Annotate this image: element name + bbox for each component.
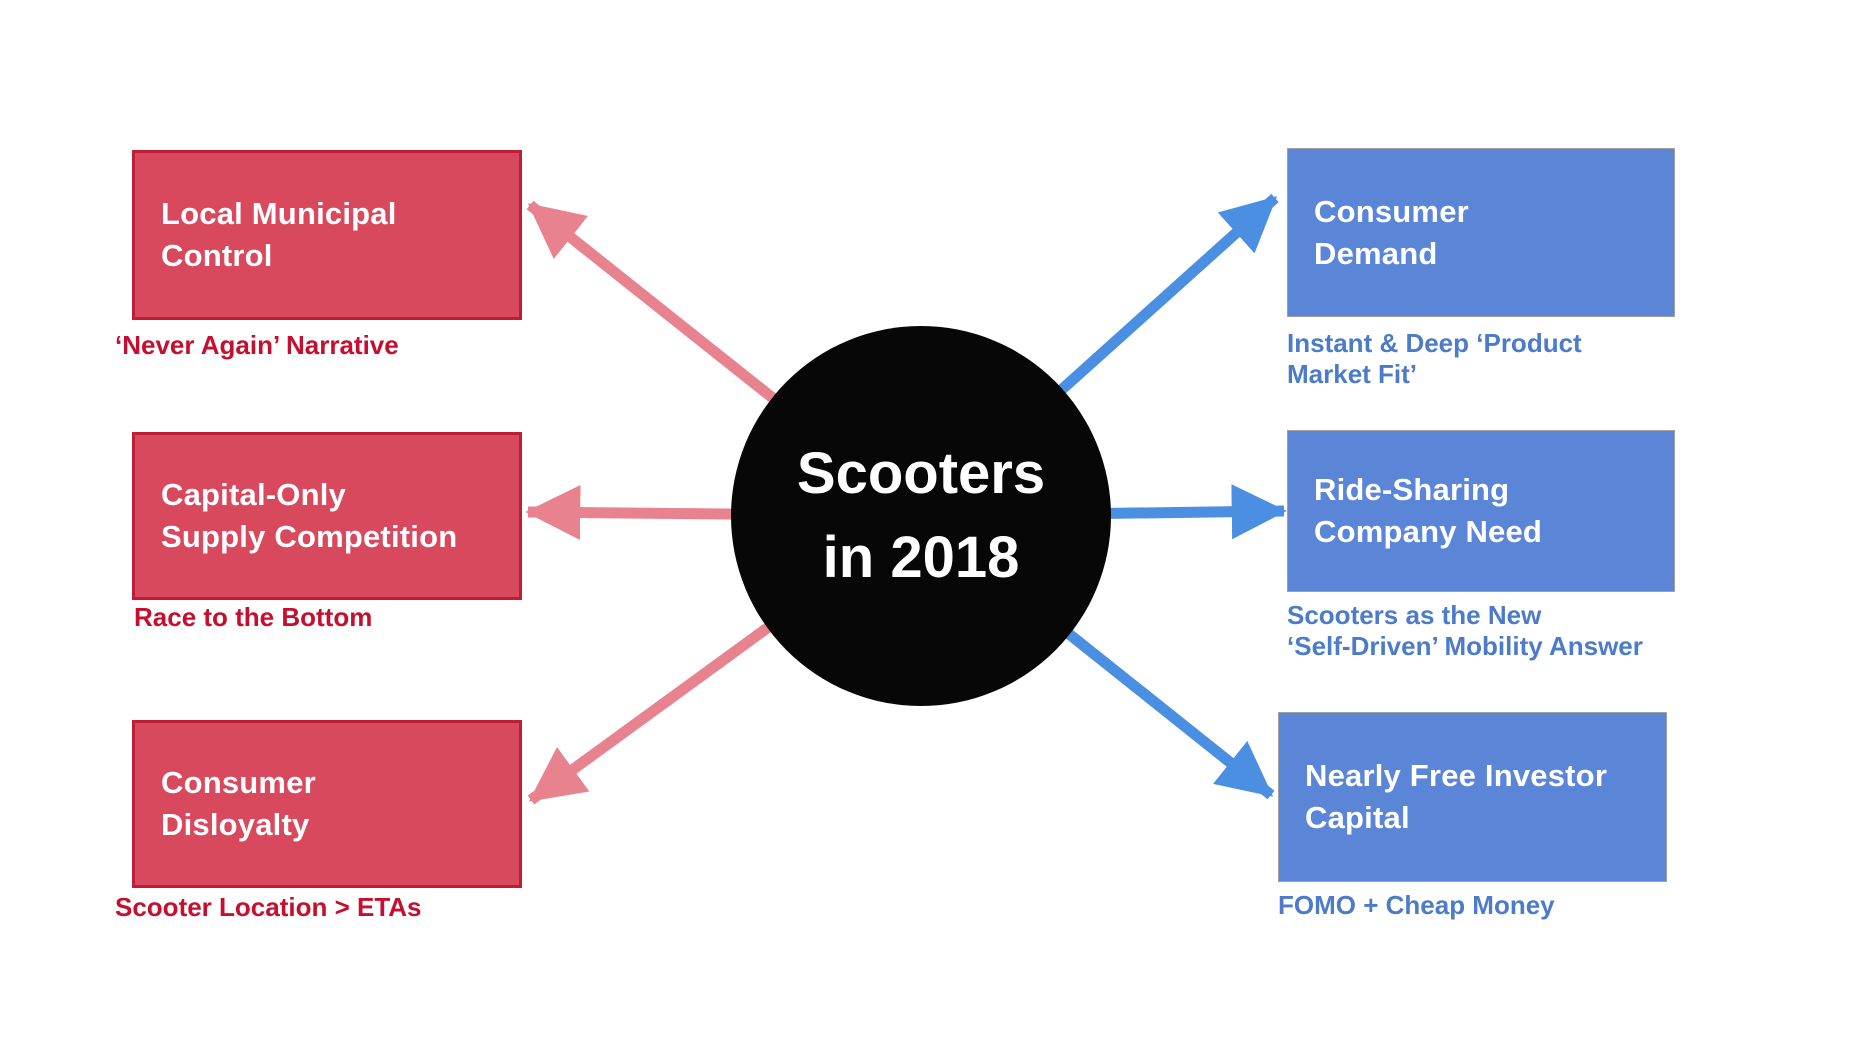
center-label-line: in 2018 [822,525,1020,590]
node-title: Consumer Disloyalty [135,762,316,846]
node-ride-sharing-company-need: Ride-Sharing Company Need [1287,430,1675,592]
node-title-line: Ride-Sharing [1314,472,1510,507]
node-title-line: Consumer [161,765,316,800]
caption-line: Scooter Location > ETAs [115,892,422,922]
caption-line: Race to the Bottom [134,602,373,632]
node-title-line: Nearly Free Investor [1305,758,1608,793]
caption-line: FOMO + Cheap Money [1278,890,1555,920]
node-title-line: Supply Competition [161,519,458,554]
node-nearly-free-investor-capital: Nearly Free Investor Capital [1278,712,1667,882]
caption-ride-sharing-company-need: Scooters as the New ‘Self-Driven’ Mobili… [1287,600,1643,662]
node-local-municipal-control: Local Municipal Control [132,150,522,320]
caption-line: ‘Self-Driven’ Mobility Answer [1287,631,1643,661]
node-title: Consumer Demand [1288,191,1469,275]
node-title-line: Company Need [1314,514,1543,549]
node-title-line: Capital [1305,800,1410,835]
caption-local-municipal-control: ‘Never Again’ Narrative [115,330,399,361]
node-capital-only-supply-competition: Capital-Only Supply Competition [132,432,522,600]
node-title: Ride-Sharing Company Need [1288,469,1542,553]
caption-consumer-demand: Instant & Deep ‘Product Market Fit’ [1287,328,1582,390]
center-label-line: Scooters [796,441,1046,506]
node-title-line: Consumer [1314,193,1469,229]
caption-line: ‘Never Again’ Narrative [115,330,399,360]
caption-capital-only-supply-competition: Race to the Bottom [134,602,372,633]
node-title-line: Demand [1314,235,1438,271]
node-title-line: Control [161,238,273,273]
center-node-label: Scooters in 2018 [731,424,1111,608]
node-title: Local Municipal Control [135,193,397,277]
node-title: Capital-Only Supply Competition [135,474,457,558]
caption-consumer-disloyalty: Scooter Location > ETAs [115,892,422,923]
node-title-line: Capital-Only [161,477,346,512]
node-consumer-disloyalty: Consumer Disloyalty [132,720,522,888]
node-consumer-demand: Consumer Demand [1287,148,1675,317]
caption-nearly-free-investor-capital: FOMO + Cheap Money [1278,890,1555,921]
caption-line: Instant & Deep ‘Product [1287,328,1582,358]
caption-line: Scooters as the New [1287,600,1542,630]
node-title: Nearly Free Investor Capital [1279,755,1607,839]
node-title-line: Disloyalty [161,807,310,842]
center-circle [731,326,1111,706]
caption-line: Market Fit’ [1287,359,1418,389]
node-title-line: Local Municipal [161,196,397,231]
